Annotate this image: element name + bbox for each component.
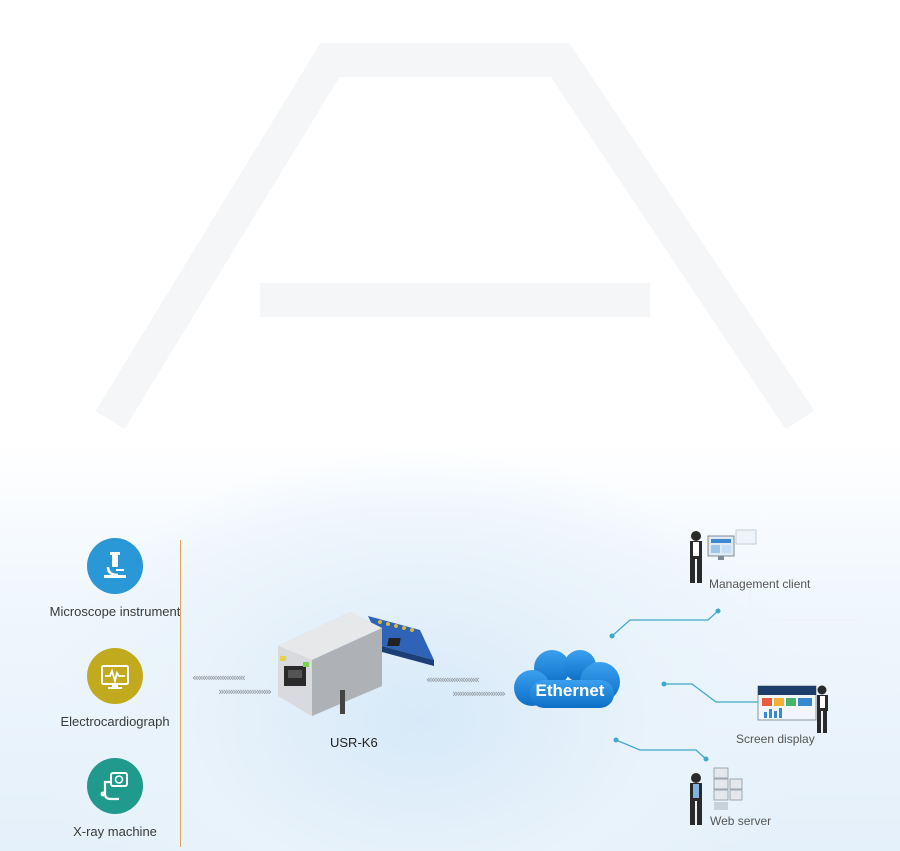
usr-k6-module (270, 608, 440, 723)
ecg-monitor-icon (87, 648, 143, 704)
device-electrocardiograph: Electrocardiograph (40, 648, 190, 729)
device-label: Electrocardiograph (40, 714, 190, 729)
xray-machine-icon (87, 758, 143, 814)
divider-line (180, 540, 181, 847)
microscope-icon (87, 538, 143, 594)
device-label: Microscope instrument (40, 604, 190, 619)
client-label: Web server (710, 814, 771, 828)
module-label: USR-K6 (330, 735, 378, 750)
arrow-right-icon: »»»»»»»»»»» (452, 687, 504, 700)
client-label: Management client (709, 577, 810, 591)
arrow-left-icon: ««««««««««« (192, 671, 244, 684)
arrow-left-icon: ««««««««««« (426, 673, 478, 686)
arrow-right-icon: »»»»»»»»»»» (218, 685, 270, 698)
device-microscope: Microscope instrument (40, 538, 190, 619)
screen-display-icon (756, 684, 836, 736)
connector-lines (600, 560, 900, 800)
device-xray: X-ray machine (40, 758, 190, 839)
client-label: Screen display (736, 732, 815, 746)
device-label: X-ray machine (40, 824, 190, 839)
